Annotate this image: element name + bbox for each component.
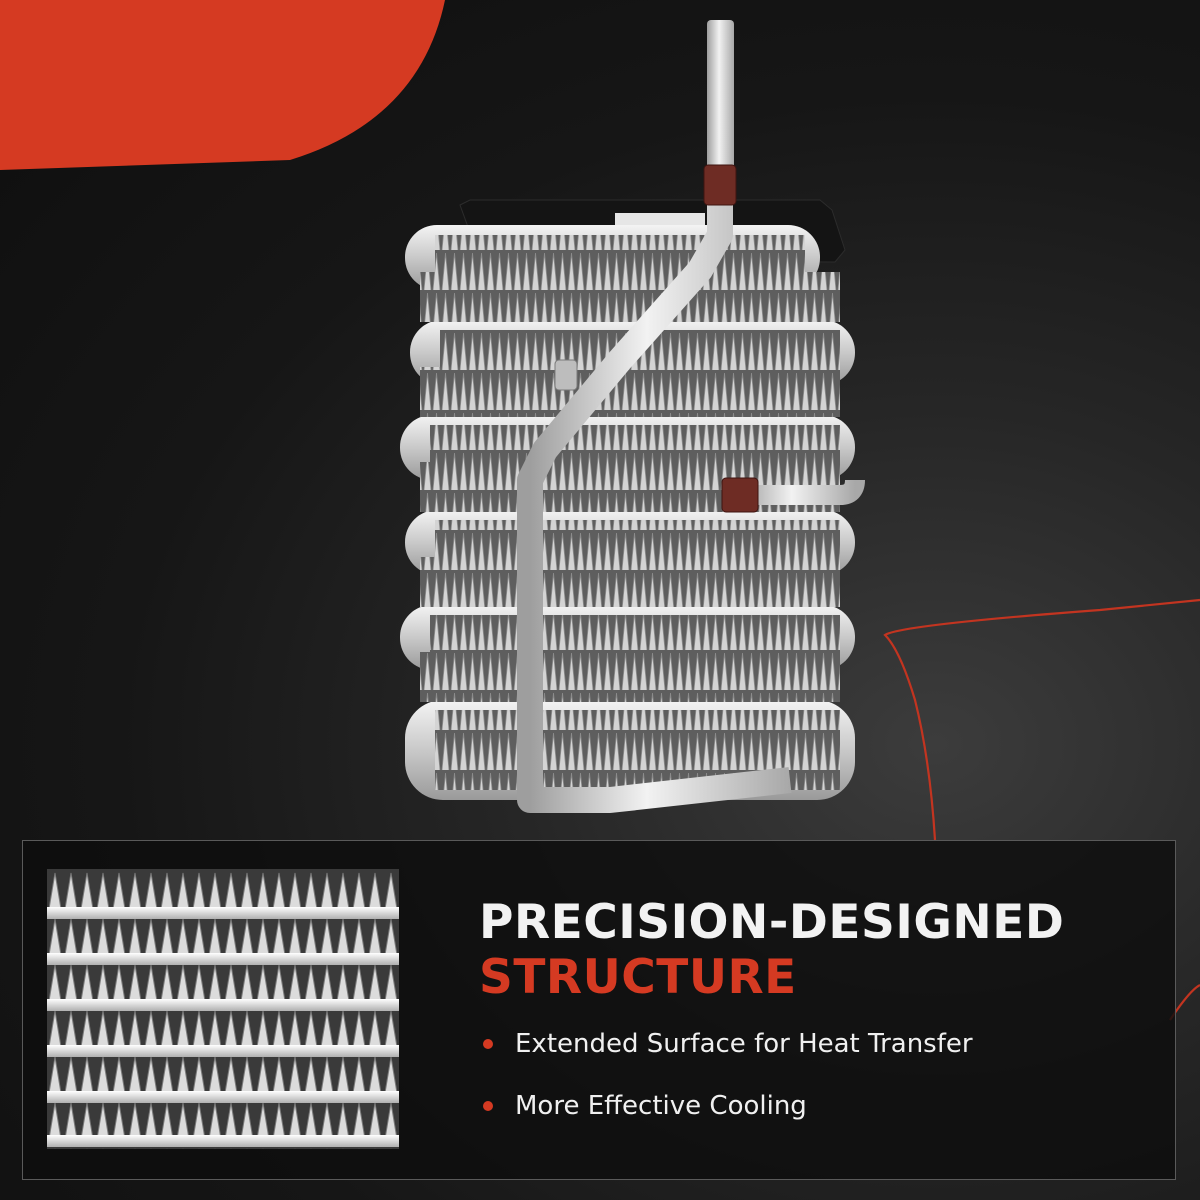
red-accent-arc [883,598,1200,841]
headline-line-2: STRUCTURE [479,950,797,1005]
bullet-dot-icon [483,1039,493,1049]
brass-fitting-top [703,164,737,206]
headline-line-1: PRECISION-DESIGNED [479,895,1065,950]
feature-panel: PRECISION-DESIGNED STRUCTURE Extended Su… [22,840,1176,1180]
feature-text: More Effective Cooling [515,1091,807,1121]
pipe-tip [707,20,734,170]
label-sticker [615,213,705,227]
side-pipe [740,479,865,505]
valve-port [554,359,578,391]
inlet-pipe [517,30,792,813]
evaporator-core-image [400,20,865,813]
feature-item: Extended Surface for Heat Transfer [479,1027,973,1089]
brass-fitting-side [721,477,759,513]
bullet-dot-icon [483,1101,493,1111]
feature-item: More Effective Cooling [479,1089,973,1151]
core-rows [400,225,855,800]
feature-text: Extended Surface for Heat Transfer [515,1029,973,1059]
feature-list: Extended Surface for Heat Transfer More … [479,1027,973,1151]
fin-closeup-image [47,869,399,1149]
red-corner-shape [0,0,445,170]
